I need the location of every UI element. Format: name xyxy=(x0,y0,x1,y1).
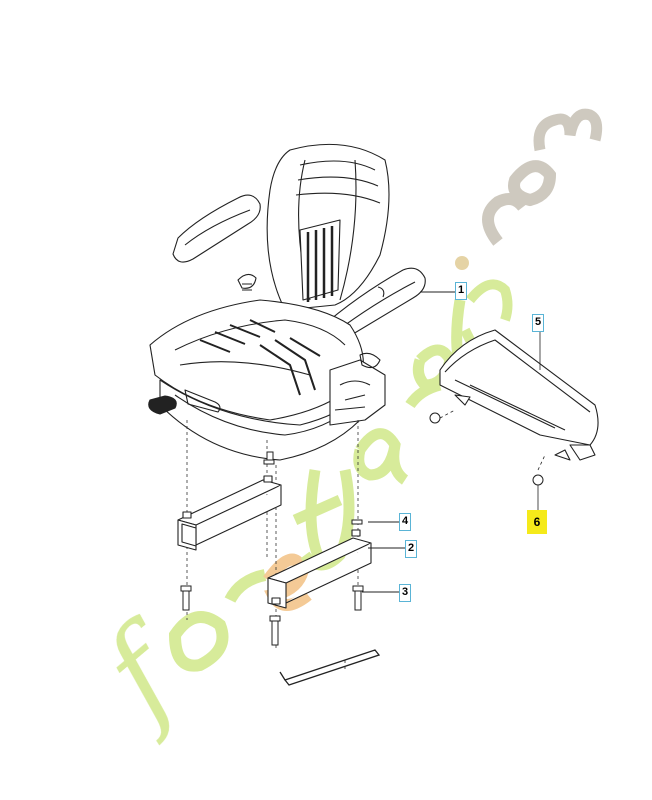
callout-5: 5 xyxy=(532,314,544,332)
watermark-dot xyxy=(455,256,469,270)
rail-lower xyxy=(267,529,372,609)
callout-3: 3 xyxy=(399,584,411,602)
seat-adjust-lever xyxy=(148,395,177,415)
callout-2: 2 xyxy=(405,540,417,558)
seat-cushion xyxy=(149,299,364,421)
backrest-grille xyxy=(299,219,341,302)
watermark-stroke-o2 xyxy=(508,160,557,207)
watermark-stroke-a xyxy=(353,428,409,485)
adjustment-rod xyxy=(279,649,381,686)
watermark-stroke-n xyxy=(466,279,513,322)
seat-assembly xyxy=(148,143,426,461)
cover-nuts xyxy=(429,409,546,512)
bolts xyxy=(180,451,364,646)
callout-1: 1 xyxy=(455,282,467,300)
rail-upper xyxy=(177,475,282,551)
callout-leaders xyxy=(362,291,455,593)
seat-cover-panel xyxy=(439,329,599,461)
callout-6: 6 xyxy=(527,510,547,534)
seat-belt xyxy=(377,286,385,298)
watermark-stroke-e xyxy=(263,553,312,611)
callout-4: 4 xyxy=(399,513,411,531)
seat-armrest-left xyxy=(172,194,261,263)
watermark-stroke-o xyxy=(168,611,229,672)
watermark-stroke-t xyxy=(292,469,343,563)
watermark-stroke-m xyxy=(533,108,603,152)
watermark-stroke-r xyxy=(224,569,267,603)
watermark-stroke-c xyxy=(482,192,528,246)
